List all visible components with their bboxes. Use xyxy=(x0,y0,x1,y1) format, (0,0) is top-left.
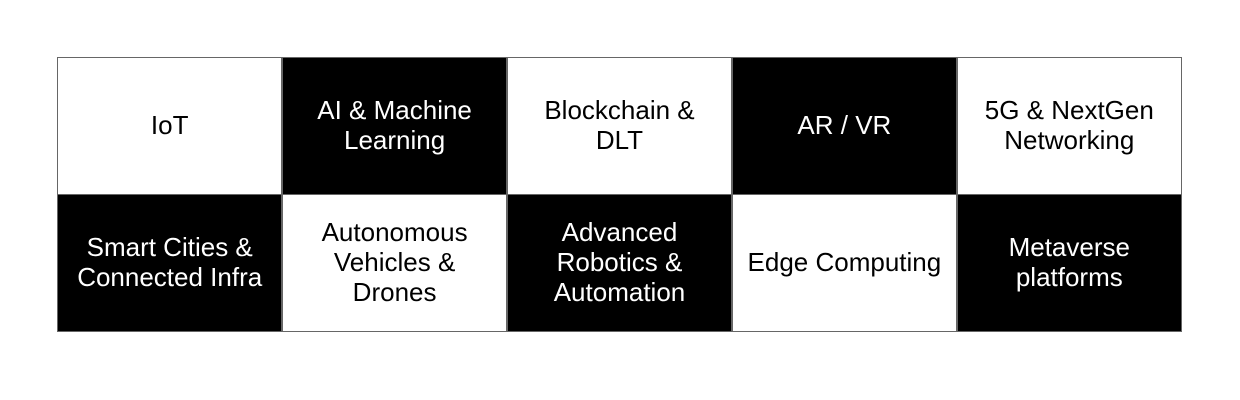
cell-5g-nextgen-networking: 5G & NextGen Networking xyxy=(957,58,1181,194)
cell-smart-cities-connected-infra: Smart Cities & Connected Infra xyxy=(58,195,282,331)
cell-autonomous-vehicles-drones: Autonomous Vehicles & Drones xyxy=(282,195,507,331)
cell-advanced-robotics-automation: Advanced Robotics & Automation xyxy=(507,195,732,331)
cell-edge-computing: Edge Computing xyxy=(732,195,957,331)
cell-iot: IoT xyxy=(58,58,282,194)
cell-blockchain-dlt: Blockchain & DLT xyxy=(507,58,732,194)
cell-ai-machine-learning: AI & Machine Learning xyxy=(282,58,507,194)
cell-metaverse-platforms: Metaverse platforms xyxy=(957,195,1181,331)
technology-grid: IoT AI & Machine Learning Blockchain & D… xyxy=(57,57,1182,332)
cell-ar-vr: AR / VR xyxy=(732,58,957,194)
